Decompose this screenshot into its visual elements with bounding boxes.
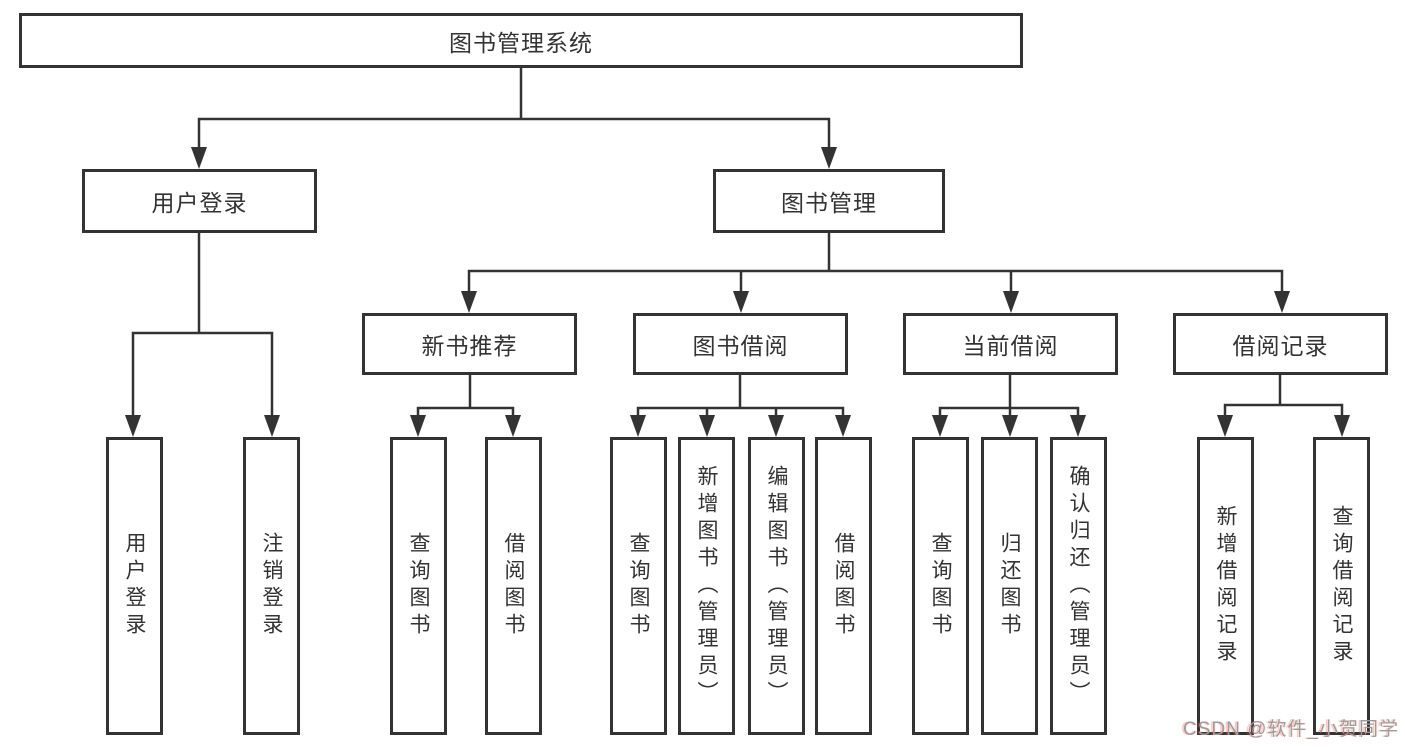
node-book-borrowing: 图书借阅 xyxy=(633,313,848,375)
leaf-borrow-books-recommend-label: 借阅图书 xyxy=(502,532,525,640)
node-borrowing-records-label: 借阅记录 xyxy=(1232,333,1329,359)
node-root-system: 图书管理系统 xyxy=(19,13,1023,68)
node-root-label: 图书管理系统 xyxy=(449,29,593,56)
node-user-login: 用户登录 xyxy=(82,169,317,233)
leaf-borrow-books-recommend: 借阅图书 xyxy=(485,437,542,735)
leaf-add-borrow-record-label: 新增借阅记录 xyxy=(1214,505,1237,667)
node-book-borrowing-label: 图书借阅 xyxy=(692,333,789,359)
leaf-add-books-admin: 新增图书（管理员） xyxy=(678,437,735,735)
leaf-query-borrow-record-label: 查询借阅记录 xyxy=(1330,505,1353,667)
leaf-confirm-return-admin-label: 确认归还（管理员） xyxy=(1067,464,1090,708)
leaf-borrow-books-label: 借阅图书 xyxy=(832,532,855,640)
leaf-logout-label: 注销登录 xyxy=(260,532,283,640)
leaf-query-books-borrowing-label: 查询图书 xyxy=(627,532,650,640)
node-new-book-recommend: 新书推荐 xyxy=(362,313,577,375)
node-new-book-recommend-label: 新书推荐 xyxy=(421,333,518,359)
leaf-add-books-admin-label: 新增图书（管理员） xyxy=(695,464,718,708)
leaf-edit-books-admin: 编辑图书（管理员） xyxy=(748,437,805,735)
csdn-watermark: CSDN @软件_小贺同学 xyxy=(1183,719,1399,740)
leaf-query-books-recommend-label: 查询图书 xyxy=(407,532,430,640)
leaf-confirm-return-admin: 确认归还（管理员） xyxy=(1050,437,1107,735)
node-user-login-label: 用户登录 xyxy=(151,190,248,216)
node-borrowing-records: 借阅记录 xyxy=(1173,313,1388,375)
leaf-query-books-recommend: 查询图书 xyxy=(390,437,447,735)
leaf-user-login: 用户登录 xyxy=(106,437,163,735)
tree-edges xyxy=(131,68,1344,418)
leaf-edit-books-admin-label: 编辑图书（管理员） xyxy=(765,464,788,708)
leaf-borrow-books: 借阅图书 xyxy=(815,437,872,735)
leaf-query-books-current: 查询图书 xyxy=(912,437,969,735)
node-book-management: 图书管理 xyxy=(713,169,945,233)
leaf-user-login-label: 用户登录 xyxy=(123,532,146,640)
node-book-management-label: 图书管理 xyxy=(781,190,877,216)
leaf-add-borrow-record: 新增借阅记录 xyxy=(1197,437,1254,735)
leaf-query-books-borrowing: 查询图书 xyxy=(610,437,667,735)
leaf-query-books-current-label: 查询图书 xyxy=(929,532,952,640)
node-current-borrowing: 当前借阅 xyxy=(903,313,1118,375)
arrowheads xyxy=(125,147,1350,437)
leaf-logout: 注销登录 xyxy=(243,437,300,735)
node-current-borrowing-label: 当前借阅 xyxy=(962,333,1059,359)
leaf-return-books: 归还图书 xyxy=(981,437,1038,735)
leaf-query-borrow-record: 查询借阅记录 xyxy=(1313,437,1370,735)
leaf-return-books-label: 归还图书 xyxy=(998,532,1021,640)
